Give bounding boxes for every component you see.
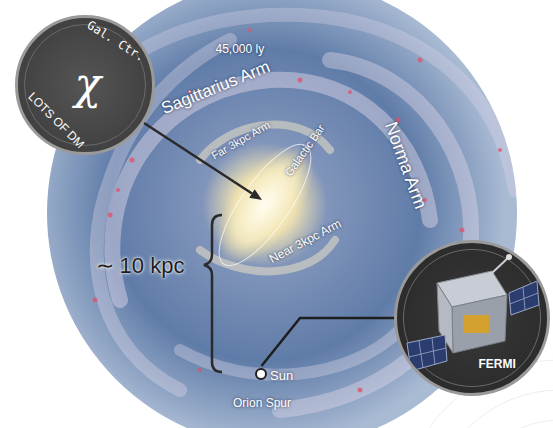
distance-label: ∼ 10 kpc <box>96 253 185 278</box>
nebula-dot <box>460 228 465 233</box>
solar-panel <box>509 281 539 315</box>
fermi-circle: FERMI <box>394 240 550 396</box>
leader-line <box>262 318 395 366</box>
dark-matter-circle: Gal. Ctr.χLOTS OF DM <box>15 15 155 155</box>
nebula-dot <box>298 78 303 83</box>
background-ring <box>460 420 553 428</box>
fermi-satellite <box>397 243 547 393</box>
pointer-arrow <box>144 123 252 194</box>
arm-label: Sagittarius Arm <box>158 57 272 118</box>
symbol-chi: χ <box>75 59 102 110</box>
background-ring <box>430 390 553 428</box>
arm-label: Norma Arm <box>380 119 431 212</box>
sun-ring <box>255 368 267 380</box>
nebula-dot <box>130 158 135 163</box>
solar-panel-grid <box>409 338 446 368</box>
nebula-dot <box>248 28 252 32</box>
sun-marker: Sun <box>255 366 293 382</box>
nebula-dot <box>498 148 502 152</box>
antenna-dish <box>506 254 512 260</box>
bar-label: Galactic Bar <box>283 122 328 178</box>
antenna <box>492 257 509 273</box>
nebula-dot <box>108 213 113 218</box>
solar-panel-grid <box>510 287 538 310</box>
nebula-dot <box>348 90 352 94</box>
arm-label: Far 3kpc Arm <box>209 118 272 162</box>
solar-panel <box>407 335 447 371</box>
distance-brace <box>204 215 222 372</box>
nebula-dot <box>93 298 98 303</box>
scale-label: 45,000 ly <box>216 43 265 57</box>
nebula-dot <box>116 188 120 192</box>
nebula-dot <box>418 58 423 63</box>
sun-label: Sun <box>270 368 293 383</box>
nebula-dot <box>358 388 363 393</box>
satellite-body <box>452 295 507 353</box>
arm-label: Orion Spur <box>233 397 291 411</box>
satellite-label: FERMI <box>479 358 516 372</box>
arrowhead <box>249 189 262 200</box>
arm-label: Near 3kpc Arm <box>267 217 344 266</box>
nebula-dot <box>198 368 202 372</box>
satellite-instrument <box>463 315 489 333</box>
